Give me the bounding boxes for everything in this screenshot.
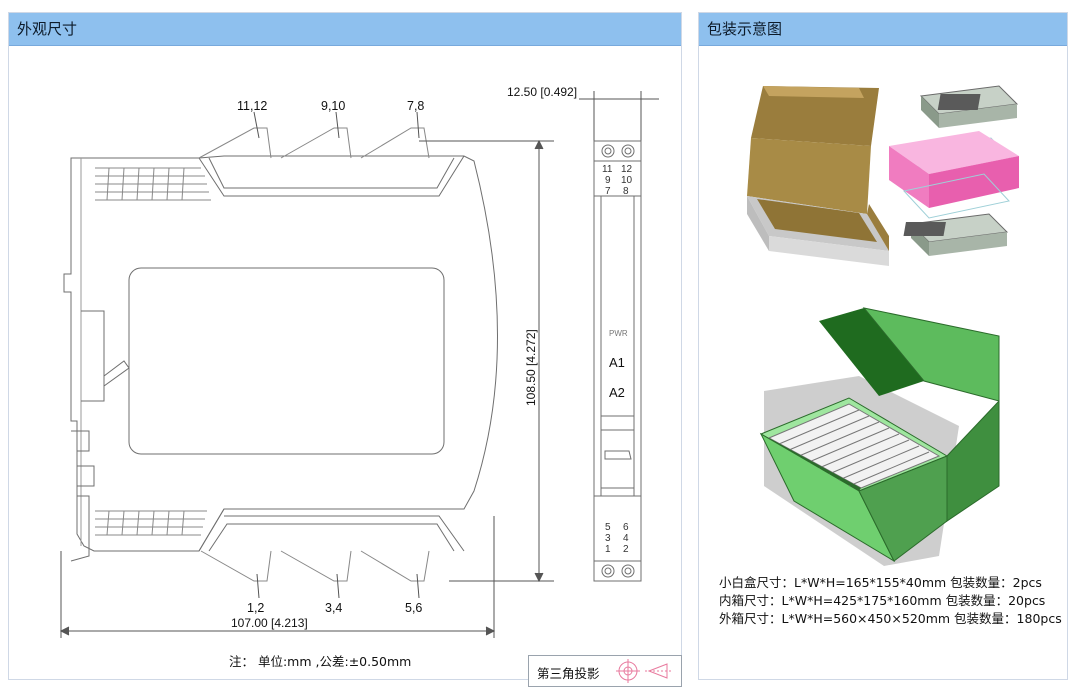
dimension-length: 107.00 [4.213] bbox=[231, 616, 308, 630]
svg-text:6: 6 bbox=[623, 522, 629, 533]
outer-carton-spec: 外箱尺寸：L*W*H=560×450×520mm 包装数量：180pcs bbox=[719, 611, 1062, 626]
front-label-area bbox=[128, 267, 445, 455]
dimension-height: 108.50 [4.272] bbox=[524, 329, 538, 406]
din-clip bbox=[81, 310, 105, 402]
a1-label: A1 bbox=[609, 355, 625, 370]
svg-text:7: 7 bbox=[605, 186, 611, 197]
unit-tolerance-note: 注： 单位:mm ,公差:±0.50mm bbox=[229, 654, 412, 669]
svg-text:11: 11 bbox=[602, 164, 613, 175]
bottom-terminal-block bbox=[198, 508, 465, 552]
dimension-width: 12.50 [0.492] bbox=[507, 85, 577, 99]
top-terminal-block bbox=[198, 155, 465, 197]
housing-outline bbox=[63, 155, 498, 552]
packaging-spec-list: 小白盒尺寸：L*W*H=165*155*40mm 包装数量：2pcs 内箱尺寸：… bbox=[719, 574, 1062, 628]
pin-label-9-10: 9,10 bbox=[321, 99, 345, 113]
side-view-body bbox=[593, 140, 642, 582]
svg-text:3: 3 bbox=[605, 533, 611, 544]
pin-label-5-6: 5,6 bbox=[405, 601, 422, 615]
dimensions-panel: 外观尺寸 bbox=[8, 12, 682, 687]
svg-text:4: 4 bbox=[623, 533, 629, 544]
dimension-drawing: 11,12 9,10 7,8 1,2 3,4 5,6 12.50 [0.492]… bbox=[59, 85, 659, 638]
svg-text:9: 9 bbox=[605, 175, 611, 186]
projection-label: 第三角投影 bbox=[537, 666, 600, 681]
svg-text:12: 12 bbox=[621, 164, 633, 175]
svg-text:10: 10 bbox=[621, 175, 633, 186]
svg-text:5: 5 bbox=[605, 522, 611, 533]
pin-label-11-12: 11,12 bbox=[237, 99, 267, 113]
svg-text:2: 2 bbox=[623, 544, 629, 555]
svg-text:1: 1 bbox=[605, 544, 611, 555]
packaging-panel: 包装示意图 bbox=[698, 12, 1068, 680]
inner-carton-spec: 内箱尺寸：L*W*H=425*175*160mm 包装数量：20pcs bbox=[719, 593, 1046, 608]
pin-label-1-2: 1,2 bbox=[247, 601, 264, 615]
led-label: PWR bbox=[609, 329, 628, 338]
third-angle-projection-icon bbox=[616, 659, 673, 683]
dimensions-panel-title: 外观尺寸 bbox=[9, 13, 681, 46]
small-box-spec: 小白盒尺寸：L*W*H=165*155*40mm 包装数量：2pcs bbox=[719, 575, 1042, 590]
packaging-illustration bbox=[747, 85, 1019, 566]
small-white-box bbox=[747, 86, 889, 266]
module-with-pink-box bbox=[889, 85, 1019, 256]
pin-label-3-4: 3,4 bbox=[325, 601, 342, 615]
svg-text:8: 8 bbox=[623, 186, 629, 197]
green-carton bbox=[759, 307, 1000, 566]
pin-label-7-8: 7,8 bbox=[407, 99, 424, 113]
projection-symbol-box: 第三角投影 bbox=[528, 655, 682, 687]
packaging-panel-title: 包装示意图 bbox=[699, 13, 1067, 46]
a2-label: A2 bbox=[609, 385, 625, 400]
